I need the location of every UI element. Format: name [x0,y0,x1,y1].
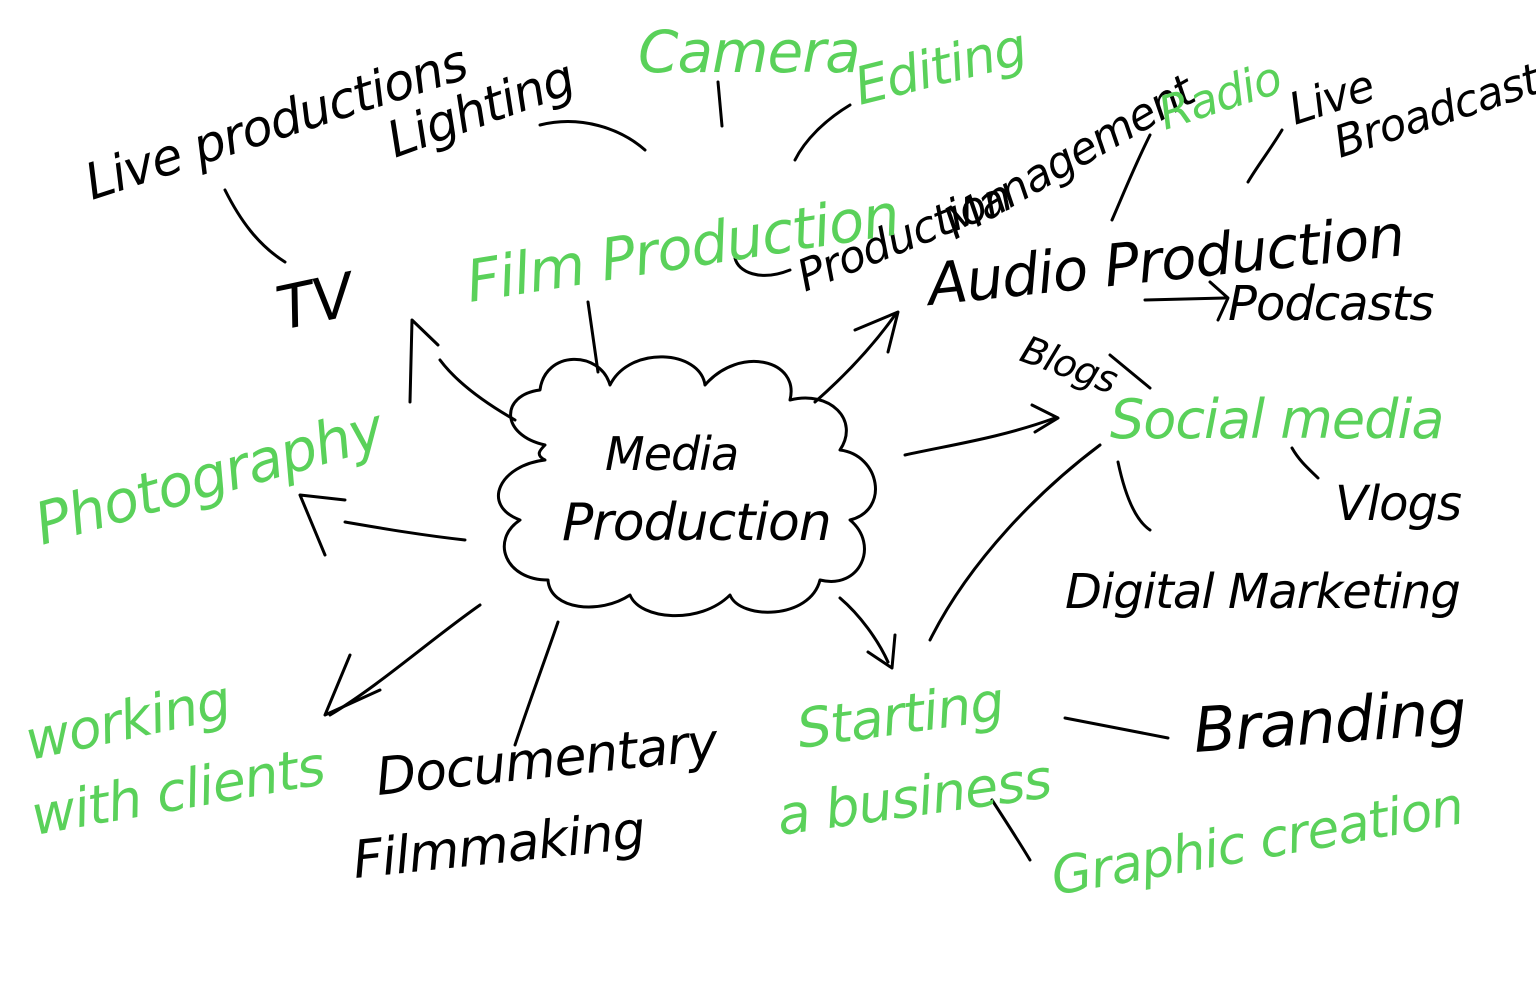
node-vlogs: Vlogs [1335,476,1461,532]
connector-center-film [586,300,600,374]
arrow-head-business [866,633,897,670]
node-graphic-creation: Graphic creation [1047,776,1468,907]
connector-business-graphic [990,798,1032,862]
arrow-head-podcasts [1208,280,1230,322]
arrow-clients [328,603,482,717]
node-digital-marketing: Digital Marketing [1065,564,1460,620]
connector-live-productions-tv [223,188,287,264]
arrow-head-social [1030,403,1060,434]
node-tv: TV [271,259,364,344]
connector-radio-audio [1110,133,1152,222]
node-photography: Photography [27,394,392,559]
connector-camera-film [716,80,724,128]
connector-editing-film [793,103,852,162]
arrow-head-clients [323,653,382,717]
node-podcasts: Podcasts [1228,276,1433,332]
node-documentary-filmmaking-line2: Filmmaking [350,801,647,891]
node-branding: Branding [1191,675,1468,767]
central-topic-line2: Production [562,493,831,553]
node-labels: Live productions Lighting Camera Editing… [20,17,1536,908]
arrow-photography [343,520,467,542]
connector-lighting-film [538,120,647,152]
arrow-audio [813,313,897,404]
connectors [223,80,1320,862]
node-blogs: Blogs [1015,327,1123,402]
node-documentary-filmmaking-line1: Documentary [373,712,722,808]
connector-social-business [928,443,1102,642]
central-topic-line1: Media [605,427,738,481]
connector-center-documentary [513,620,560,747]
arrow-head-audio [853,310,900,354]
connector-blogs-social [1108,353,1152,390]
arrow-social [903,416,1057,457]
connector-live-broadcasts-audio [1246,128,1284,184]
node-editing: Editing [849,17,1032,117]
connector-social-vlogs [1290,446,1320,480]
connector-social-digital [1116,460,1152,532]
connector-audio-blogs [1143,296,1227,302]
arrow-head-photography [298,493,347,557]
node-camera: Camera [638,18,860,86]
central-topic: Media Production [562,427,832,553]
connector-center-tv [438,358,517,422]
connector-business-branding [1063,716,1170,740]
connector-film-production-management [733,256,792,277]
node-radio: Radio [1152,50,1288,140]
node-starting-a-business-line1: Starting [793,670,1007,761]
node-social-media: Social media [1110,388,1443,451]
center-cloud [497,355,877,618]
arrow-business [838,596,890,664]
arrow-tv [408,318,440,404]
node-film-production: Film Production [462,180,904,315]
